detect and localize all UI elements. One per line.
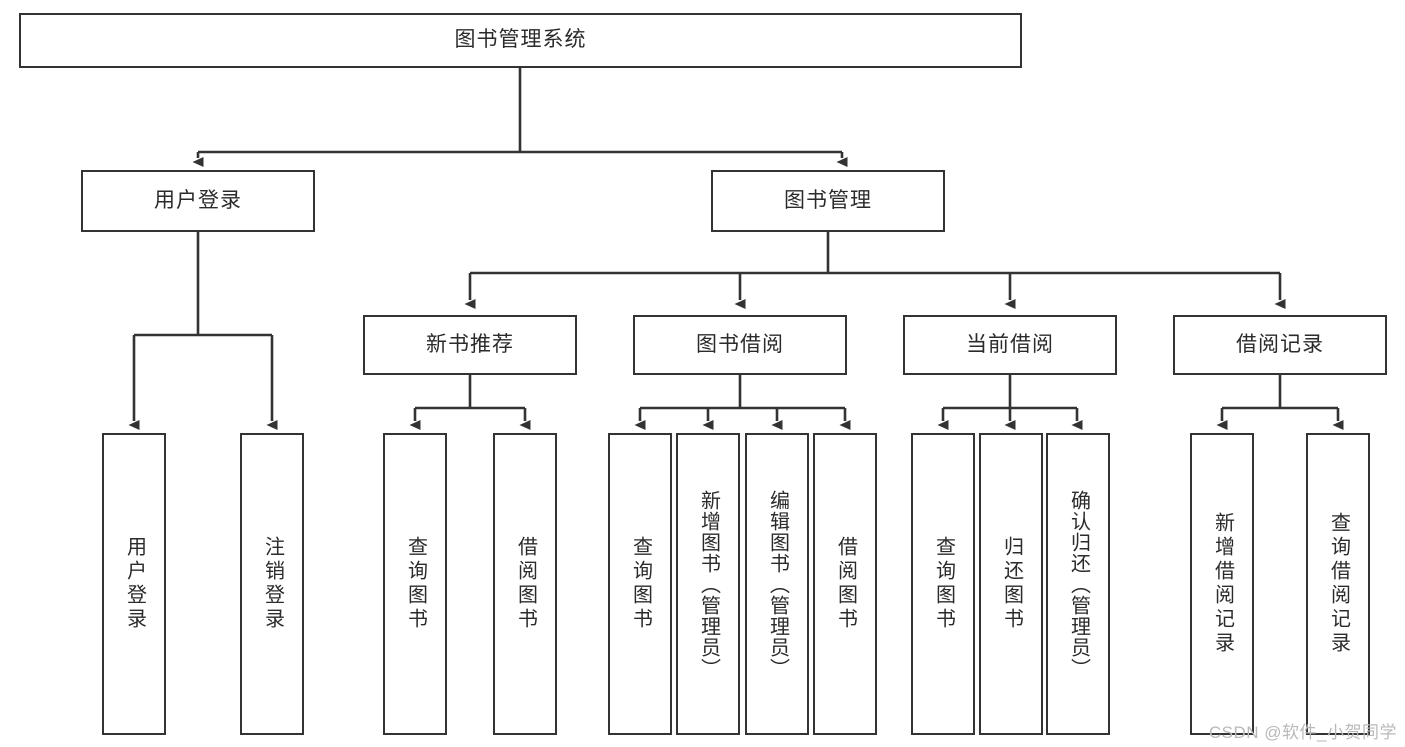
node-label: 查询图书 (932, 536, 955, 632)
node-borrow-record[interactable]: 借阅记录 (1173, 315, 1387, 375)
node-label: 归还图书 (1000, 536, 1023, 632)
node-current-borrow[interactable]: 当前借阅 (903, 315, 1117, 375)
node-label: 用户登录 (154, 188, 242, 212)
node-label: 查询借阅记录 (1327, 512, 1350, 656)
csdn-watermark: CSDN @软件_小贺同学 (1208, 723, 1397, 742)
node-label: 查询图书 (629, 536, 652, 632)
node-label: 图书管理 (784, 188, 872, 212)
node-label: 借阅图书 (834, 536, 857, 632)
node-label: 注销登录 (261, 536, 284, 632)
leaf-user-login-login[interactable]: 用户登录 (102, 433, 166, 735)
node-label: 图书管理系统 (454, 28, 587, 52)
node-label: 新书推荐 (426, 332, 514, 356)
node-label: 借阅记录 (1236, 332, 1324, 356)
node-label: 新增图书（管理员） (697, 489, 720, 679)
node-book-borrow[interactable]: 图书借阅 (633, 315, 847, 375)
node-label: 用户登录 (123, 536, 146, 632)
node-label: 当前借阅 (966, 332, 1054, 356)
node-label: 新增借阅记录 (1211, 512, 1234, 656)
leaf-new-book-query-book[interactable]: 查询图书 (383, 433, 447, 735)
node-book-management-system[interactable]: 图书管理系统 (19, 13, 1022, 68)
leaf-user-login-logout[interactable]: 注销登录 (240, 433, 304, 735)
node-label: 图书借阅 (696, 332, 784, 356)
leaf-borrow-add-book-admin[interactable]: 新增图书（管理员） (676, 433, 740, 735)
node-label: 借阅图书 (514, 536, 537, 632)
node-book-management[interactable]: 图书管理 (711, 170, 945, 232)
leaf-current-query-book[interactable]: 查询图书 (911, 433, 975, 735)
node-label: 编辑图书（管理员） (766, 489, 789, 679)
leaf-record-add-record[interactable]: 新增借阅记录 (1190, 433, 1254, 735)
leaf-new-book-borrow-book[interactable]: 借阅图书 (493, 433, 557, 735)
node-user-login[interactable]: 用户登录 (81, 170, 315, 232)
leaf-current-return-book[interactable]: 归还图书 (979, 433, 1043, 735)
leaf-borrow-edit-book-admin[interactable]: 编辑图书（管理员） (745, 433, 809, 735)
node-label: 查询图书 (404, 536, 427, 632)
leaf-current-confirm-return-admin[interactable]: 确认归还（管理员） (1046, 433, 1110, 735)
node-new-book-recommend[interactable]: 新书推荐 (363, 315, 577, 375)
leaf-record-query-record[interactable]: 查询借阅记录 (1306, 433, 1370, 735)
leaf-borrow-borrow-book[interactable]: 借阅图书 (813, 433, 877, 735)
node-label: 确认归还（管理员） (1067, 489, 1090, 679)
leaf-borrow-query-book[interactable]: 查询图书 (608, 433, 672, 735)
